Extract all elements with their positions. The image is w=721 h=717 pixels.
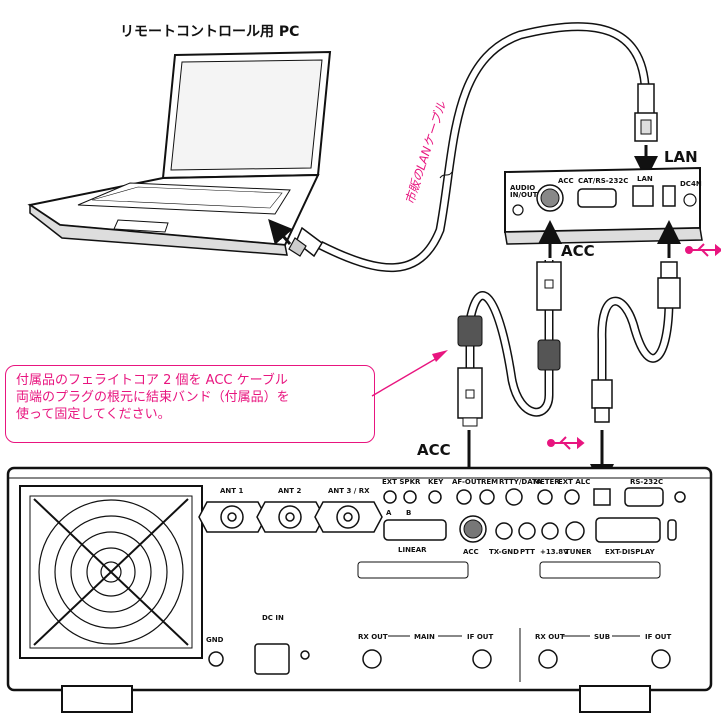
lan-label: LAN: [664, 148, 698, 166]
acc-label-top: ACC: [561, 242, 595, 260]
rp-rx-out-sub: RX OUT: [535, 633, 565, 641]
pc-label: リモートコントロール用 PC: [120, 24, 300, 40]
rp-spkr-a: A: [386, 509, 392, 517]
ib-cat: CAT/RS-232C: [578, 177, 628, 185]
rp-ant1: ANT 1: [220, 487, 243, 495]
usb-icon-bottom: [547, 436, 585, 450]
rp-if-out-main: IF OUT: [467, 633, 493, 641]
note-pointer: [371, 357, 438, 397]
rp-ant2: ANT 2: [278, 487, 301, 495]
laptop-pc: [27, 50, 332, 256]
rp-key: KEY: [428, 478, 444, 486]
ib-acc: ACC: [558, 177, 574, 185]
lan-cable: [288, 22, 658, 273]
rp-af-out: AF-OUT: [452, 478, 482, 486]
rp-ant3: ANT 3 / RX: [328, 487, 370, 495]
rp-gnd: GND: [206, 636, 224, 644]
ib-lan: LAN: [637, 175, 653, 183]
rp-spkr-b: B: [406, 509, 411, 517]
rp-tuner: TUNER: [565, 548, 592, 556]
rear-panel: [6, 466, 713, 713]
acc-cable: [457, 260, 562, 427]
rp-ext-alc: EXT ALC: [558, 478, 590, 486]
note-line-2: 両端のプラグの根元に結束バンド（付属品）を: [16, 390, 290, 405]
note-pointer-head: [432, 350, 448, 362]
rp-rs232c: RS-232C: [630, 478, 663, 486]
rp-sub: SUB: [594, 633, 610, 641]
ib-audio-io-2: IN/OUT: [510, 191, 538, 199]
rp-main: MAIN: [414, 633, 435, 641]
rp-ext-spkr: EXT SPKR: [382, 478, 421, 486]
ferrite-core-note: 付属品のフェライトコア 2 個を ACC ケーブル 両端のプラグの根元に結束バン…: [5, 365, 375, 443]
usb-icon-top: [685, 243, 721, 257]
rp-linear: LINEAR: [398, 546, 427, 554]
ib-audio-io-1: AUDIO: [510, 184, 535, 192]
rp-meter: METER: [533, 478, 560, 486]
rp-v138: +13.8V: [540, 548, 569, 556]
rp-rx-out-main: RX OUT: [358, 633, 388, 641]
rp-dc-in: DC IN: [262, 614, 284, 622]
rp-tx-gnd: TX-GND: [489, 548, 519, 556]
rp-ptt: PTT: [520, 548, 535, 556]
ib-dc: DC4N: [680, 180, 702, 188]
rp-ext-display: EXT-DISPLAY: [605, 548, 656, 556]
note-line-3: 使って固定してください。: [16, 407, 171, 422]
acc-label-bottom: ACC: [417, 441, 451, 459]
rp-if-out-sub: IF OUT: [645, 633, 671, 641]
usb-cable: [591, 261, 681, 423]
to-laptop-arrow: [268, 218, 293, 245]
rp-rtty: RTTY/DATA: [499, 478, 542, 486]
rp-rem: REM: [481, 478, 498, 486]
note-line-1: 付属品のフェライトコア 2 個を ACC ケーブル: [16, 373, 288, 388]
rp-acc: ACC: [463, 548, 479, 556]
